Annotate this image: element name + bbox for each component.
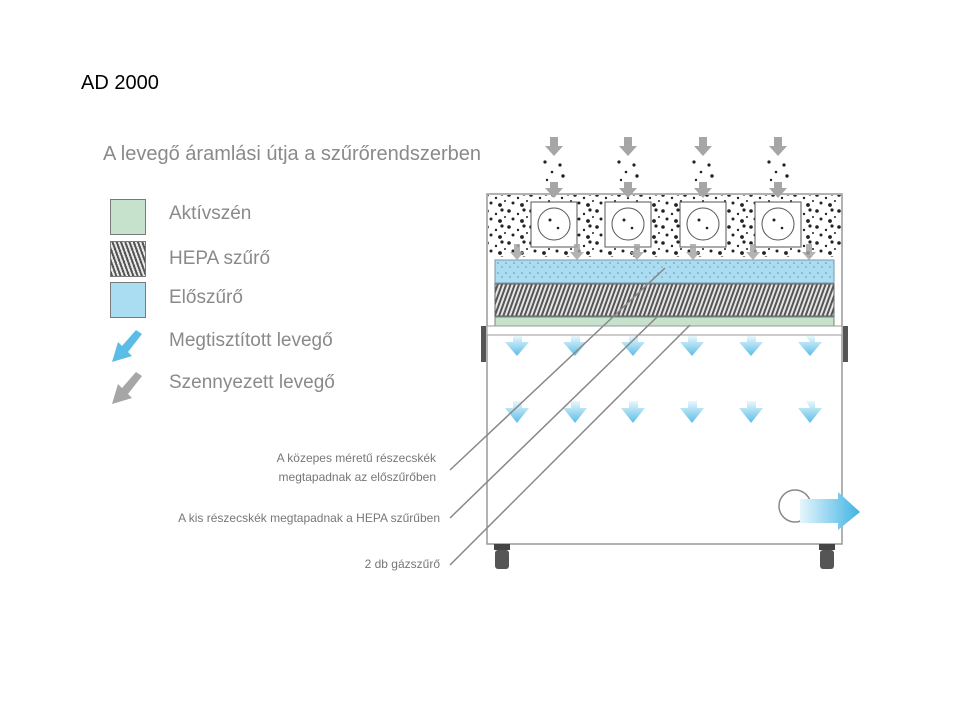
falling-particles bbox=[543, 160, 789, 182]
callout-medium-particles: A közepes méretű részecskék megtapadnak … bbox=[277, 449, 436, 487]
leader-lines bbox=[449, 267, 691, 566]
hepa-layer bbox=[494, 283, 835, 317]
wheel-right bbox=[819, 544, 835, 569]
carbon-swatch bbox=[110, 199, 146, 235]
legend-item-carbon: Aktívszén bbox=[110, 199, 510, 239]
legend-label-clean-air: Megtisztított levegő bbox=[169, 330, 333, 351]
legend-item-prefilter: Előszűrő bbox=[110, 282, 510, 322]
fan-1 bbox=[530, 201, 578, 248]
prefilter-layer bbox=[494, 259, 835, 284]
side-handle-right bbox=[843, 326, 848, 362]
diagram-subtitle: A levegő áramlási útja a szűrőrendszerbe… bbox=[103, 143, 481, 165]
side-handle-left bbox=[481, 326, 486, 362]
clean-air-arrow-icon bbox=[112, 330, 142, 362]
callout-medium-line2: megtapadnak az előszűrőben bbox=[278, 470, 436, 484]
legend-item-hepa: HEPA szűrő bbox=[110, 241, 510, 281]
filter-frame bbox=[486, 325, 843, 336]
callout-gas-filter: 2 db gázszűrő bbox=[364, 557, 440, 571]
leader-medium bbox=[449, 267, 666, 471]
callout-small-particles: A kis részecskék megtapadnak a HEPA szűr… bbox=[178, 511, 440, 525]
legend-label-hepa: HEPA szűrő bbox=[169, 248, 271, 269]
legend-item-clean-air: Megtisztított levegő bbox=[110, 326, 510, 366]
prefilter-swatch bbox=[110, 282, 146, 318]
legend-label-carbon: Aktívszén bbox=[169, 203, 252, 224]
leader-small bbox=[449, 315, 659, 519]
legend-label-dirty-air: Szennyezett levegő bbox=[169, 372, 335, 393]
legend-label-prefilter: Előszűrő bbox=[169, 287, 243, 308]
outflow-arrow bbox=[800, 492, 860, 530]
hepa-swatch bbox=[110, 241, 146, 277]
callout-medium-line1: A közepes méretű részecskék bbox=[276, 451, 436, 465]
clean-air-arrows bbox=[505, 336, 822, 423]
leader-gas bbox=[449, 324, 691, 566]
legend-item-dirty-air: Szennyezett levegő bbox=[110, 368, 510, 408]
wheel-left bbox=[494, 544, 510, 569]
dirty-air-arrows bbox=[545, 137, 787, 198]
dirty-air-arrow-icon bbox=[112, 372, 142, 404]
page-title: AD 2000 bbox=[81, 72, 159, 94]
